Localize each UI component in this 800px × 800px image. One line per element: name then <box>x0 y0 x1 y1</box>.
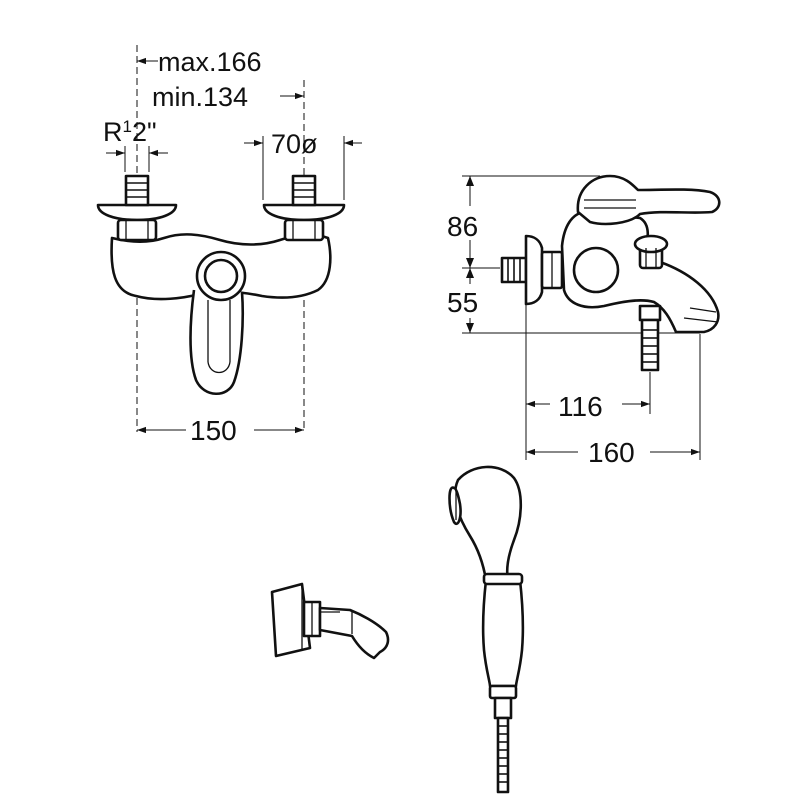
shower-head <box>453 465 523 582</box>
dim-max-spacing: max.166 <box>158 47 262 77</box>
cartridge-dial-inner <box>203 258 239 294</box>
side-view: 86 55 <box>446 174 721 468</box>
dim-rosette-diameter: 70ø <box>271 129 318 159</box>
rosette-right <box>262 203 346 222</box>
dim-body-width: 150 <box>190 415 237 446</box>
grip-ring-bottom <box>488 684 518 700</box>
eccentric-nut-right <box>283 218 325 242</box>
hose-connector <box>640 318 660 372</box>
dim-total-depth: 160 <box>588 437 635 468</box>
front-view: max.166 min.134 R12" 70ø 150 <box>96 45 362 446</box>
shower-outlet <box>638 304 662 322</box>
bracket-arm <box>318 606 390 660</box>
hand-shower <box>448 465 525 794</box>
dim-height-top: 86 <box>447 211 478 242</box>
grip-ring-top <box>482 572 524 586</box>
bracket-base <box>270 582 312 658</box>
side-lever <box>576 174 721 226</box>
lever-handle <box>189 289 245 396</box>
dim-thread-size: R12" <box>103 117 157 147</box>
dim-min-spacing: min.134 <box>152 82 248 112</box>
dim-spout-offset: 116 <box>558 391 603 422</box>
hose-nut <box>493 696 513 720</box>
side-rosette <box>524 234 544 306</box>
shower-head-face <box>448 486 462 525</box>
wall-bracket <box>270 582 390 660</box>
eccentric-nut-left <box>116 218 158 242</box>
dim-height-bottom: 55 <box>447 287 478 318</box>
rosette-left <box>96 203 178 222</box>
shower-hose <box>496 716 510 794</box>
side-cartridge <box>572 246 620 294</box>
shower-grip <box>481 578 525 688</box>
diverter-cap <box>633 234 669 254</box>
